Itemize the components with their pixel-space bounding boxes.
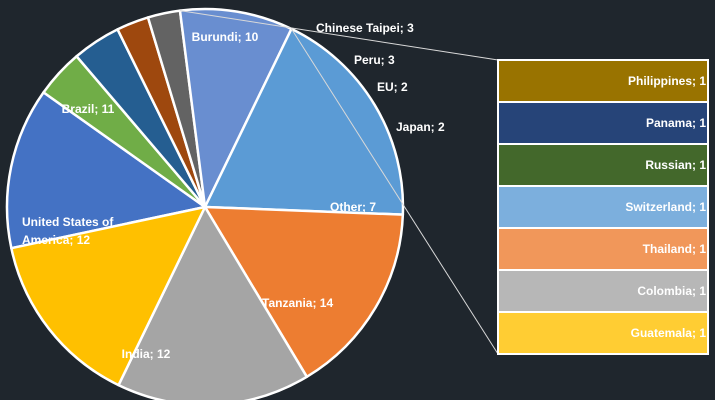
bar-segment-philippines xyxy=(497,59,709,103)
data-label-philippines: Philippines; 1 xyxy=(628,74,706,88)
data-label-peru: Peru; 3 xyxy=(354,53,395,67)
data-label-eu: EU; 2 xyxy=(377,80,408,94)
data-label-japan: Japan; 2 xyxy=(396,120,445,134)
data-label-tanzania: Tanzania; 14 xyxy=(262,296,333,310)
data-label-other: Other; 7 xyxy=(330,200,376,214)
connector-line-top xyxy=(179,10,499,61)
pie-slice-burundi xyxy=(5,91,207,250)
bar-segment-russian xyxy=(497,143,709,187)
data-label-thailand: Thailand; 1 xyxy=(643,242,707,256)
connector-lines xyxy=(179,10,499,355)
bar-segment-colombia xyxy=(497,269,709,313)
bar-segment-panama xyxy=(497,101,709,145)
pie-slice-united-states-of-america xyxy=(117,205,309,400)
data-labels: Burundi; 10 Chinese Taipei; 3 Peru; 3 EU; 2… xyxy=(22,21,706,361)
pie-slice-tanzania xyxy=(203,27,405,216)
data-label-chinese-taipei: Chinese Taipei; 3 xyxy=(316,21,414,35)
data-label-switzerland: Switzerland; 1 xyxy=(625,200,706,214)
bar-segment-guatemala xyxy=(497,311,709,355)
data-label-russian: Russian; 1 xyxy=(645,158,706,172)
pie-slice-brazil xyxy=(10,205,207,387)
pie-slice-india xyxy=(203,205,405,379)
data-label-brazil: Brazil; 11 xyxy=(62,102,115,116)
data-label-colombia: Colombia; 1 xyxy=(637,284,706,298)
data-label-burundi: Burundi; 10 xyxy=(192,30,259,44)
data-label-panama: Panama; 1 xyxy=(646,116,706,130)
other-breakdown-bar xyxy=(497,59,709,355)
bar-segment-switzerland xyxy=(497,185,709,229)
connector-line-bottom xyxy=(291,28,499,355)
data-label-india: India; 12 xyxy=(122,347,171,361)
data-label-guatemala: Guatemala; 1 xyxy=(631,326,707,340)
